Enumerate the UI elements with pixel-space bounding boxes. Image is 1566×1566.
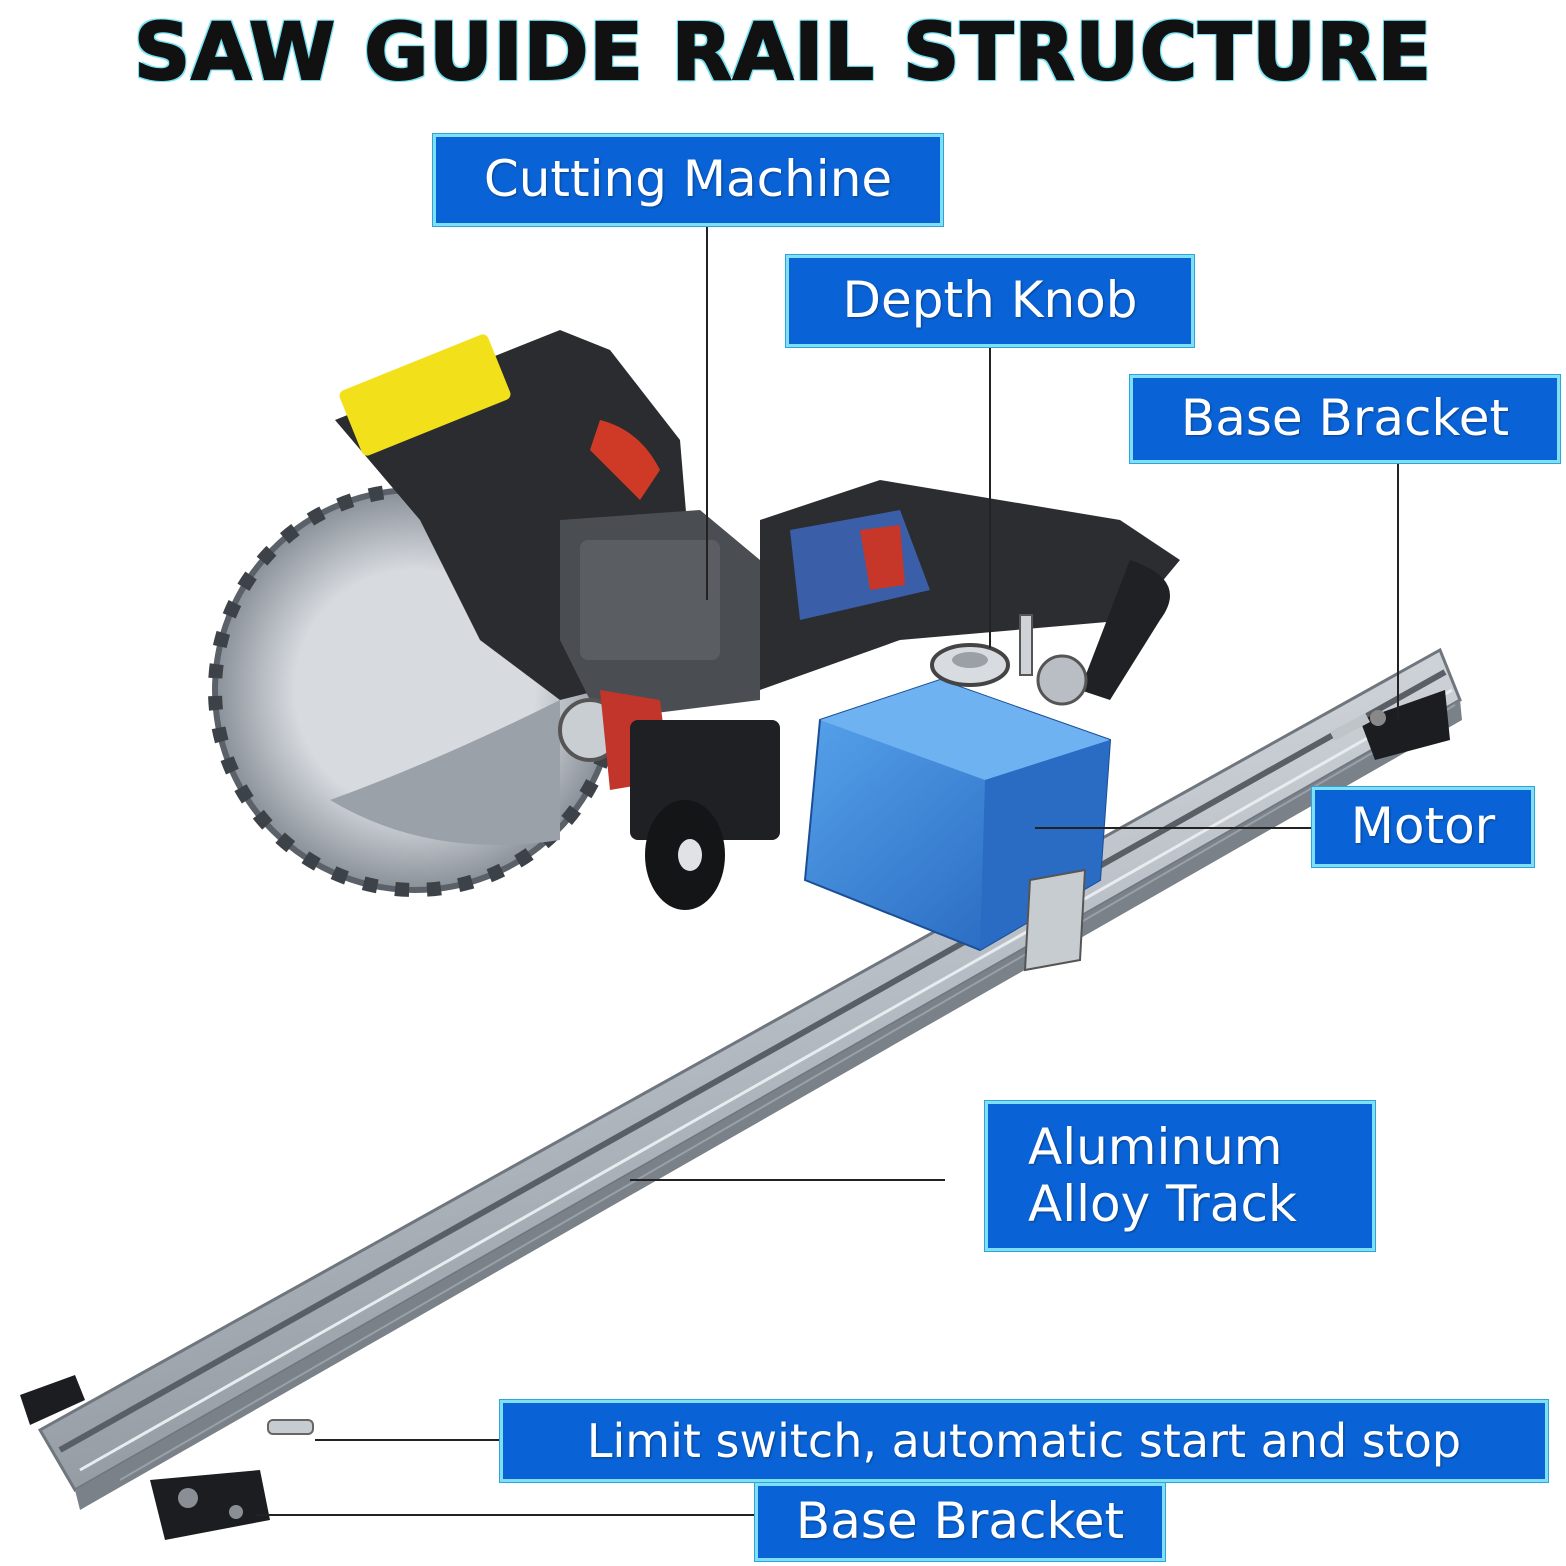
label-aluminum-alloy-track: Aluminum Alloy Track — [985, 1101, 1375, 1251]
label-cutting-machine: Cutting Machine — [433, 134, 943, 226]
saw-handle — [760, 480, 1180, 700]
label-base-bracket-bottom-text: Base Bracket — [795, 1492, 1125, 1551]
aluminum-track — [37, 647, 1462, 1510]
label-motor-text: Motor — [1350, 797, 1496, 856]
label-track-line1: Aluminum — [1028, 1117, 1283, 1176]
base-bracket-left-bottom — [150, 1470, 270, 1540]
depth-knob — [930, 614, 1088, 706]
leader-lines — [255, 225, 1399, 1516]
label-limit-switch: Limit switch, automatic start and stop — [500, 1400, 1548, 1482]
label-limit-switch-text: Limit switch, automatic start and stop — [586, 1413, 1462, 1468]
cutting-machine-housing — [335, 330, 760, 790]
label-depth-knob: Depth Knob — [786, 255, 1194, 347]
page-title: SAW GUIDE RAIL STRUCTURE — [133, 7, 1432, 99]
label-cutting-machine-text: Cutting Machine — [483, 150, 893, 209]
label-depth-knob-text: Depth Knob — [842, 271, 1138, 330]
label-track-line2: Alloy Track — [1028, 1175, 1297, 1233]
base-bracket-left-top — [20, 1375, 85, 1425]
limit-switch — [267, 1419, 314, 1435]
motor-body — [803, 678, 1112, 972]
label-base-bracket-bottom: Base Bracket — [755, 1483, 1165, 1561]
guide-wheels — [630, 720, 780, 910]
label-motor: Motor — [1312, 787, 1534, 867]
label-base-bracket-top: Base Bracket — [1130, 375, 1560, 463]
base-bracket-right — [1329, 690, 1450, 760]
label-base-bracket-top-text: Base Bracket — [1180, 389, 1510, 448]
